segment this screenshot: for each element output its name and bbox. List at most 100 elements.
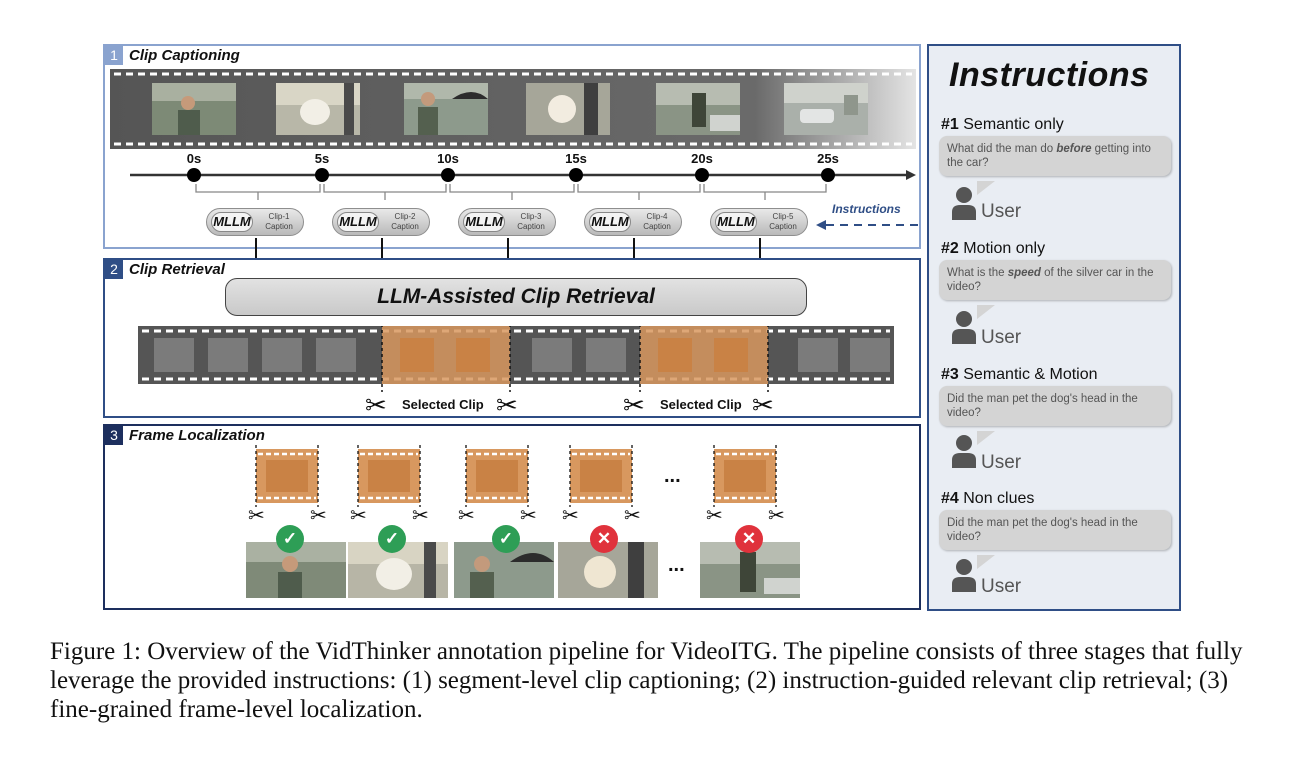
video-frame-dog-head bbox=[526, 83, 610, 135]
instructions-panel: Instructions #1 Semantic only What did t… bbox=[927, 44, 1181, 611]
scissors-icon: ✂ bbox=[310, 505, 327, 527]
check-icon: ✓ bbox=[378, 525, 406, 553]
scissors-icon: ✂ bbox=[706, 505, 723, 527]
user-label: User bbox=[981, 327, 1022, 348]
clip-strip bbox=[465, 445, 529, 507]
scissors-icon: ✂ bbox=[752, 390, 774, 420]
question-text: of the silver car in the video? bbox=[947, 267, 1154, 293]
bubble-tail bbox=[977, 181, 995, 195]
clip-strip bbox=[713, 445, 777, 507]
stage-title: Frame Localization bbox=[129, 427, 265, 444]
scissors-icon: ✂ bbox=[562, 505, 579, 527]
clip-frame-strips bbox=[255, 445, 777, 507]
stage-number: 1 bbox=[105, 46, 123, 65]
question-bubble: Did the man pet the dog's head in the vi… bbox=[939, 386, 1171, 426]
mllm-label: MLLM bbox=[463, 212, 505, 232]
question-text: What did the man do bbox=[947, 143, 1057, 155]
instruction-type: Semantic only bbox=[963, 116, 1064, 133]
clip-strip bbox=[569, 445, 633, 507]
timeline bbox=[130, 168, 916, 200]
scissors-icon: ✂ bbox=[365, 390, 387, 420]
tick-label: 15s bbox=[565, 151, 587, 166]
instruction-heading: #3 Semantic & Motion bbox=[941, 366, 1098, 384]
question-text: What is the bbox=[947, 267, 1008, 279]
tick-label: 10s bbox=[437, 151, 459, 166]
user-icon bbox=[952, 559, 976, 592]
video-film-strip bbox=[110, 69, 916, 149]
user-label: User bbox=[981, 452, 1022, 473]
bubble-tail bbox=[977, 555, 995, 569]
tick-label: 20s bbox=[691, 151, 713, 166]
llm-assisted-clip-retrieval-box: LLM-Assisted Clip Retrieval bbox=[225, 278, 807, 316]
instruction-number: #4 bbox=[941, 490, 959, 507]
timeline-tick-20s bbox=[695, 168, 709, 182]
scissors-icon: ✂ bbox=[350, 505, 367, 527]
scissors-icon: ✂ bbox=[624, 505, 641, 527]
video-frame-dog bbox=[276, 83, 360, 135]
scissors-icon: ✂ bbox=[458, 505, 475, 527]
retrieval-film-strip bbox=[138, 326, 894, 392]
user-label: User bbox=[981, 576, 1022, 597]
question-emphasis: before bbox=[1056, 143, 1092, 155]
check-icon: ✓ bbox=[492, 525, 520, 553]
instruction-type: Semantic & Motion bbox=[963, 366, 1098, 383]
scissors-icon: ✂ bbox=[520, 505, 537, 527]
stage-title: Clip Captioning bbox=[129, 47, 240, 64]
timeline-tick-15s bbox=[569, 168, 583, 182]
user-icon bbox=[952, 435, 976, 468]
video-frame-man-walking bbox=[656, 83, 740, 135]
mllm-box-clip-4: MLLM Clip-4 Caption bbox=[584, 208, 682, 236]
tick-label: 0s bbox=[186, 151, 202, 166]
instruction-number: #1 bbox=[941, 116, 959, 133]
bubble-tail bbox=[977, 305, 995, 319]
mllm-box-clip-1: MLLM Clip-1 Caption bbox=[206, 208, 304, 236]
instruction-number: #3 bbox=[941, 366, 959, 383]
cross-icon: ✕ bbox=[590, 525, 618, 553]
scissors-icon: ✂ bbox=[496, 390, 518, 420]
question-bubble: What is the speed of the silver car in t… bbox=[939, 260, 1171, 300]
mllm-label: MLLM bbox=[589, 212, 631, 232]
user-icon bbox=[952, 311, 976, 344]
stage-number: 3 bbox=[105, 426, 123, 445]
mllm-caption: Clip-3 Caption bbox=[517, 212, 545, 231]
bubble-tail bbox=[977, 431, 995, 445]
instruction-heading: #2 Motion only bbox=[941, 240, 1045, 258]
selected-clip-label: Selected Clip bbox=[402, 397, 484, 412]
instruction-number: #2 bbox=[941, 240, 959, 257]
instruction-heading: #4 Non clues bbox=[941, 490, 1034, 508]
question-bubble: What did the man do before getting into … bbox=[939, 136, 1171, 176]
clip-strip bbox=[255, 445, 319, 507]
timeline-tick-10s bbox=[441, 168, 455, 182]
instruction-heading: #1 Semantic only bbox=[941, 116, 1064, 134]
timeline-tick-25s bbox=[821, 168, 835, 182]
mllm-box-clip-5: MLLM Clip-5 Caption bbox=[710, 208, 808, 236]
selected-clip-label: Selected Clip bbox=[660, 397, 742, 412]
mllm-box-clip-3: MLLM Clip-3 Caption bbox=[458, 208, 556, 236]
question-text: getting into the car? bbox=[947, 143, 1151, 169]
scissors-icon: ✂ bbox=[623, 390, 645, 420]
mllm-caption: Clip-1 Caption bbox=[265, 212, 293, 231]
scissors-icon: ✂ bbox=[248, 505, 265, 527]
instructions-title: Instructions bbox=[949, 56, 1150, 94]
cross-icon: ✕ bbox=[735, 525, 763, 553]
timeline-tick-5s bbox=[315, 168, 329, 182]
check-icon: ✓ bbox=[276, 525, 304, 553]
stage-title: Clip Retrieval bbox=[129, 261, 225, 278]
mllm-caption: Clip-4 Caption bbox=[643, 212, 671, 231]
question-text: Did the man pet the dog's head in the vi… bbox=[947, 517, 1138, 543]
question-emphasis: speed bbox=[1007, 267, 1041, 279]
mllm-label: MLLM bbox=[337, 212, 379, 232]
stage-number: 2 bbox=[105, 260, 123, 279]
clip-strip bbox=[357, 445, 421, 507]
instructions-arrow-label: Instructions bbox=[832, 202, 901, 216]
mllm-label: MLLM bbox=[715, 212, 757, 232]
instruction-type: Non clues bbox=[963, 490, 1035, 507]
timeline-tick-0s bbox=[187, 168, 201, 182]
mllm-label: MLLM bbox=[211, 212, 253, 232]
figure-caption: Figure 1: Overview of the VidThinker ann… bbox=[50, 638, 1243, 723]
ellipsis: ... bbox=[668, 554, 685, 576]
video-frame-man bbox=[152, 83, 236, 135]
mllm-box-clip-2: MLLM Clip-2 Caption bbox=[332, 208, 430, 236]
tick-label: 5s bbox=[314, 151, 330, 166]
tick-label: 25s bbox=[817, 151, 839, 166]
